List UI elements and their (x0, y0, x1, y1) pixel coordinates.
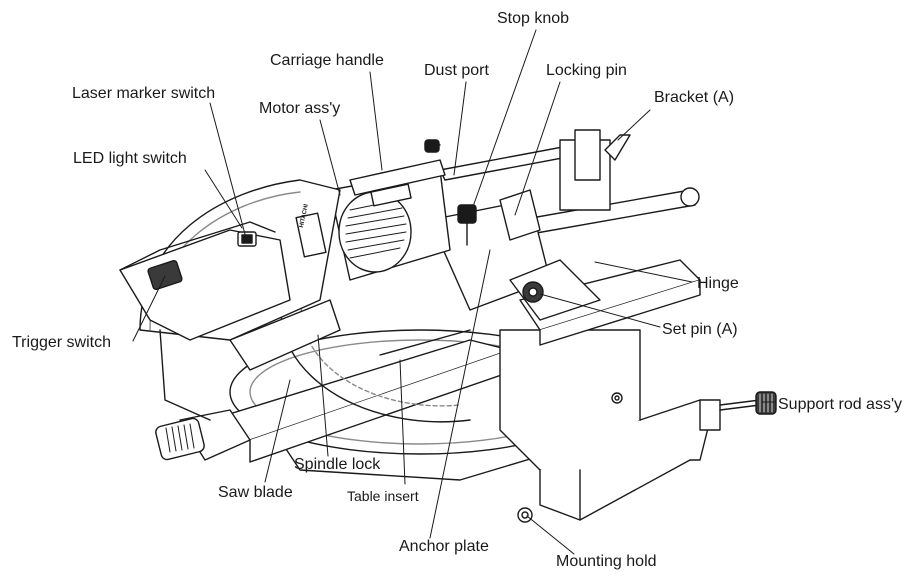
hinge (429, 189, 601, 321)
label-hinge: Hinge (697, 275, 739, 292)
fence (519, 259, 701, 346)
label-set-pin-a: Set pin (A) (662, 321, 738, 338)
label-bracket-a: Bracket (A) (654, 89, 735, 106)
label-trigger-switch: Trigger switch (12, 334, 111, 351)
label-dust-port: Dust port (424, 62, 489, 79)
label-spindle-lock: Spindle lock (294, 456, 381, 473)
leader-lines (132, 29, 777, 555)
label-saw-blade: Saw blade (218, 484, 293, 501)
right-base (499, 329, 777, 523)
label-carriage-handle: Carriage handle (270, 52, 384, 69)
slide-rails (424, 129, 700, 236)
motor-housing (329, 159, 451, 281)
label-mounting-hold: Mounting hold (556, 553, 657, 570)
front-arm (155, 329, 511, 463)
label-stop-knob: Stop knob (497, 10, 570, 27)
upper-guard (119, 179, 341, 421)
label-led-light-switch: LED light switch (73, 150, 187, 167)
label-laser-marker-switch: Laser marker switch (72, 85, 216, 102)
brand-plate (295, 212, 327, 258)
label-support-rod-assy: Support rod ass'y (778, 396, 903, 413)
label-motor-assy: Motor ass'y (259, 100, 341, 117)
label-locking-pin: Locking pin (546, 62, 627, 79)
label-table-insert: Table insert (347, 488, 419, 504)
label-anchor-plate: Anchor plate (399, 538, 489, 555)
